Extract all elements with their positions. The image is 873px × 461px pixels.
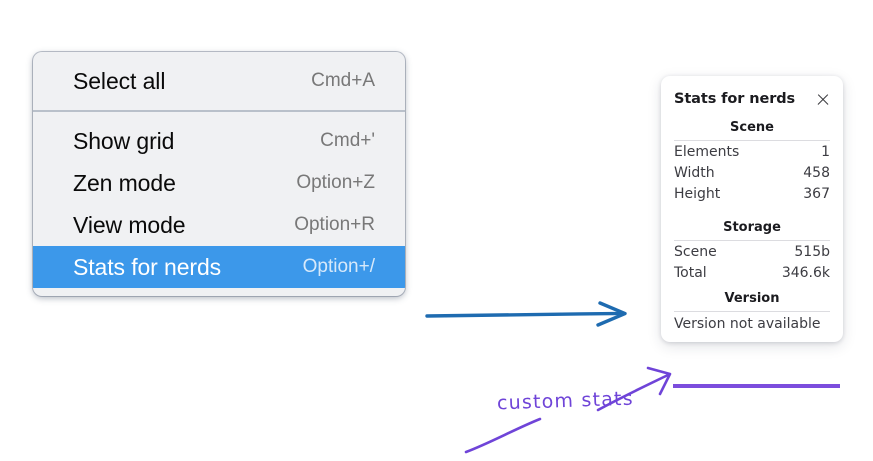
section-heading-version: Version <box>724 291 780 306</box>
purple-underline-annotation <box>464 417 542 454</box>
stat-value: 367 <box>803 185 830 202</box>
menu-item-label: View mode <box>73 211 186 238</box>
stat-key: Width <box>674 164 715 181</box>
stats-for-nerds-panel: Stats for nerds Scene Elements 1 Width 4… <box>661 76 843 388</box>
stat-key: Scene <box>674 243 717 260</box>
menu-item-select-all[interactable]: Select all Cmd+A <box>33 60 405 102</box>
close-icon[interactable] <box>815 91 831 107</box>
stat-key: Total <box>674 264 707 281</box>
stat-row: Elements 1 <box>661 141 843 162</box>
blue-arrow-annotation <box>425 301 627 327</box>
section-heading-storage: Storage <box>723 220 781 235</box>
menu-item-stats-for-nerds[interactable]: Stats for nerds Option+/ <box>33 246 405 288</box>
divider <box>674 140 830 141</box>
stat-value: 458 <box>803 164 830 181</box>
menu-item-view-mode[interactable]: View mode Option+R <box>33 204 405 246</box>
divider <box>674 311 830 312</box>
panel-header: Stats for nerds <box>661 86 843 112</box>
stat-key: Elements <box>674 143 740 160</box>
menu-item-shortcut: Option+R <box>294 214 375 235</box>
stat-value: 1 <box>821 143 830 160</box>
custom-stats-section: Storage Scene 515b Total 346.6k Version … <box>661 210 843 388</box>
panel-title: Stats for nerds <box>674 91 796 107</box>
version-value: Version not available <box>674 316 821 332</box>
menu-item-label: Show grid <box>73 127 175 154</box>
menu-item-show-grid[interactable]: Show grid Cmd+' <box>33 120 405 162</box>
menu-item-label: Select all <box>73 67 166 94</box>
stat-row: Width 458 <box>661 162 843 183</box>
stat-value: 515b <box>794 243 830 260</box>
menu-item-zen-mode[interactable]: Zen mode Option+Z <box>33 162 405 204</box>
menu-group-2: Show grid Cmd+' Zen mode Option+Z View m… <box>33 110 405 296</box>
menu-item-label: Zen mode <box>73 169 176 196</box>
menu-item-shortcut: Option+/ <box>302 256 375 277</box>
menu-item-shortcut: Option+Z <box>296 172 375 193</box>
custom-stats-annotation-label: custom stats <box>496 387 635 415</box>
menu-group-1: Select all Cmd+A <box>33 52 405 110</box>
stat-row: Height 367 <box>661 183 843 204</box>
menu-item-label: Stats for nerds <box>73 253 222 280</box>
stat-value: 346.6k <box>781 264 830 281</box>
canvas-context-menu[interactable]: Select all Cmd+A Show grid Cmd+' Zen mod… <box>33 52 405 296</box>
stat-key: Height <box>674 185 721 202</box>
menu-item-shortcut: Cmd+A <box>311 70 375 91</box>
custom-stats-highlight-box <box>673 384 840 388</box>
stat-row: Scene 515b <box>661 241 843 262</box>
stat-row: Total 346.6k <box>661 262 843 283</box>
divider <box>674 240 830 241</box>
menu-item-shortcut: Cmd+' <box>320 130 375 151</box>
section-heading-scene: Scene <box>730 120 774 135</box>
